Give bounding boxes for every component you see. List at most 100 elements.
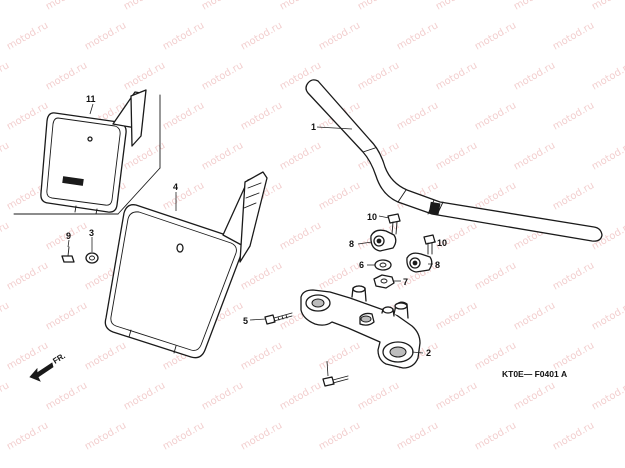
top-bridge: [301, 286, 420, 368]
watermark-text: motod.ru: [83, 420, 128, 452]
watermark-text: motod.ru: [5, 20, 50, 52]
callouts: 1 2 3 4 5 6 7 8 8 9 10 10 11: [66, 94, 447, 358]
watermark-text: motod.ru: [5, 100, 50, 132]
watermark-text: motod.ru: [44, 300, 89, 332]
bolt-10-right: [424, 235, 435, 254]
watermark-text: motod.ru: [395, 20, 440, 52]
watermark-text: motod.ru: [278, 0, 323, 13]
watermark-text: motod.ru: [0, 0, 11, 13]
callout-4: 4: [173, 182, 178, 192]
watermark-text: motod.ru: [434, 0, 479, 13]
watermark-text: motod.ru: [590, 380, 625, 412]
watermark-text: motod.ru: [5, 340, 50, 372]
watermark-text: motod.ru: [44, 60, 89, 92]
number-plate-variant: [41, 90, 146, 214]
watermark-text: motod.ru: [0, 140, 11, 172]
watermark-text: motod.ru: [356, 60, 401, 92]
watermark-text: motod.ru: [317, 20, 362, 52]
watermark-text: motod.ru: [0, 300, 11, 332]
watermark-text: motod.ru: [590, 300, 625, 332]
callout-5: 5: [243, 316, 248, 326]
watermark-text: motod.ru: [590, 0, 625, 13]
watermark-text: motod.ru: [44, 380, 89, 412]
bolt-9: [62, 247, 74, 262]
bolt-10-left: [388, 214, 400, 234]
callout-3: 3: [89, 228, 94, 238]
watermark-text: motod.ru: [317, 340, 362, 372]
watermark-text: motod.ru: [200, 140, 245, 172]
watermark-text: motod.ru: [161, 100, 206, 132]
watermark-text: motod.ru: [317, 420, 362, 452]
watermark-text: motod.ru: [239, 260, 284, 292]
callout-11: 11: [86, 94, 96, 104]
watermark-text: motod.ru: [551, 100, 596, 132]
callout-8-left: 8: [349, 239, 354, 249]
leader-lines: [67, 103, 436, 377]
watermark-text: motod.ru: [317, 180, 362, 212]
watermark-text: motod.ru: [239, 420, 284, 452]
watermark-text: motod.ru: [239, 340, 284, 372]
watermark-text: motod.ru: [161, 420, 206, 452]
watermark-text: motod.ru: [122, 380, 167, 412]
watermark-text: motod.ru: [5, 260, 50, 292]
callout-7: 7: [403, 277, 408, 287]
callout-9: 9: [66, 231, 71, 241]
watermark-text: motod.ru: [395, 420, 440, 452]
watermark-text: motod.ru: [590, 140, 625, 172]
watermark-text: motod.ru: [161, 20, 206, 52]
bolt-5: [265, 313, 292, 324]
watermark-text: motod.ru: [356, 380, 401, 412]
watermark-text: motod.ru: [551, 20, 596, 52]
callout-10-left: 10: [367, 212, 377, 222]
nut-7: [374, 275, 394, 288]
callout-10-right: 10: [437, 238, 447, 248]
watermark-text: motod.ru: [551, 180, 596, 212]
watermark-text: motod.ru: [200, 380, 245, 412]
watermark-text: motod.ru: [161, 180, 206, 212]
watermark-text: motod.ru: [200, 60, 245, 92]
watermark-text: motod.ru: [473, 180, 518, 212]
callout-1: 1: [311, 122, 316, 132]
diagram-code-suffix: A: [561, 369, 567, 379]
watermark-text: motod.ru: [512, 380, 557, 412]
watermark-text: motod.ru: [122, 0, 167, 13]
watermark-text: motod.ru: [0, 60, 11, 92]
callout-6: 6: [359, 260, 364, 270]
number-plate: [105, 172, 267, 358]
watermark-text: motod.ru: [278, 140, 323, 172]
inset-frame: [13, 94, 161, 215]
watermark-text: motod.ru: [473, 260, 518, 292]
holder-8-right: [407, 253, 432, 272]
watermark-text: motod.ru: [473, 20, 518, 52]
holder-8-left: [371, 230, 396, 251]
watermark-text: motod.ru: [551, 420, 596, 452]
watermark-text: motod.ru: [395, 100, 440, 132]
watermark-text: motod.ru: [512, 300, 557, 332]
watermark-text: motod.ru: [239, 100, 284, 132]
watermark-text: motod.ru: [473, 420, 518, 452]
watermark-text: motod.ru: [473, 100, 518, 132]
watermark-text: motod.ru: [0, 220, 11, 252]
diagram-code: KT0E— F0401: [502, 369, 559, 379]
callout-2: 2: [426, 348, 431, 358]
watermark-text: motod.ru: [278, 220, 323, 252]
watermark-text: motod.ru: [590, 60, 625, 92]
watermark-text: motod.ru: [512, 140, 557, 172]
direction-label: FR.: [51, 351, 67, 365]
washer-6: [375, 260, 391, 270]
watermark-text: motod.ru: [0, 380, 11, 412]
watermark-text: motod.ru: [434, 300, 479, 332]
collar-3: [86, 253, 98, 263]
watermark-text: motod.ru: [434, 140, 479, 172]
watermark-text: motod.ru: [512, 0, 557, 13]
watermark-text: motod.ru: [122, 60, 167, 92]
watermark-text: motod.ru: [551, 340, 596, 372]
bolt-lower: [323, 376, 348, 386]
watermark-text: motod.ru: [512, 60, 557, 92]
watermark-text: motod.ru: [434, 60, 479, 92]
watermark-text: motod.ru: [278, 380, 323, 412]
watermark-text: motod.ru: [239, 20, 284, 52]
watermark-text: motod.ru: [356, 0, 401, 13]
